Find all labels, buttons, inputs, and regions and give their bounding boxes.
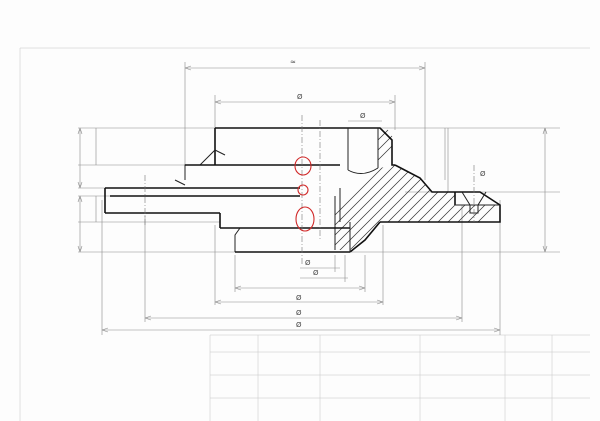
dimension-labels: ≈ Ø Ø Ø Ø Ø Ø Ø Ø xyxy=(290,58,486,329)
lower-dim-1-label: Ø xyxy=(313,269,319,277)
dimension-lines xyxy=(77,65,548,333)
lower-dim-5-label: Ø xyxy=(305,259,311,267)
highlight-circle-upper xyxy=(294,156,312,176)
boss-hatching xyxy=(377,129,393,161)
bolt-hole-label: Ø xyxy=(480,170,486,178)
center-lines xyxy=(144,115,321,265)
part-outline xyxy=(104,127,501,253)
title-block xyxy=(209,334,590,421)
top-span-label: ≈ xyxy=(290,58,296,66)
highlight-circle-lower xyxy=(295,206,315,232)
highlight-circle-middle xyxy=(297,184,309,196)
small-diameter-label: Ø xyxy=(360,112,366,120)
highlight-marks xyxy=(294,156,315,232)
lower-dim-2-label: Ø xyxy=(296,294,302,302)
lower-dim-3-label: Ø xyxy=(296,309,302,317)
lower-dim-4-label: Ø xyxy=(296,321,302,329)
top-diameter-label: Ø xyxy=(297,93,303,101)
sheet-border xyxy=(19,47,590,421)
extension-lines xyxy=(78,62,560,335)
